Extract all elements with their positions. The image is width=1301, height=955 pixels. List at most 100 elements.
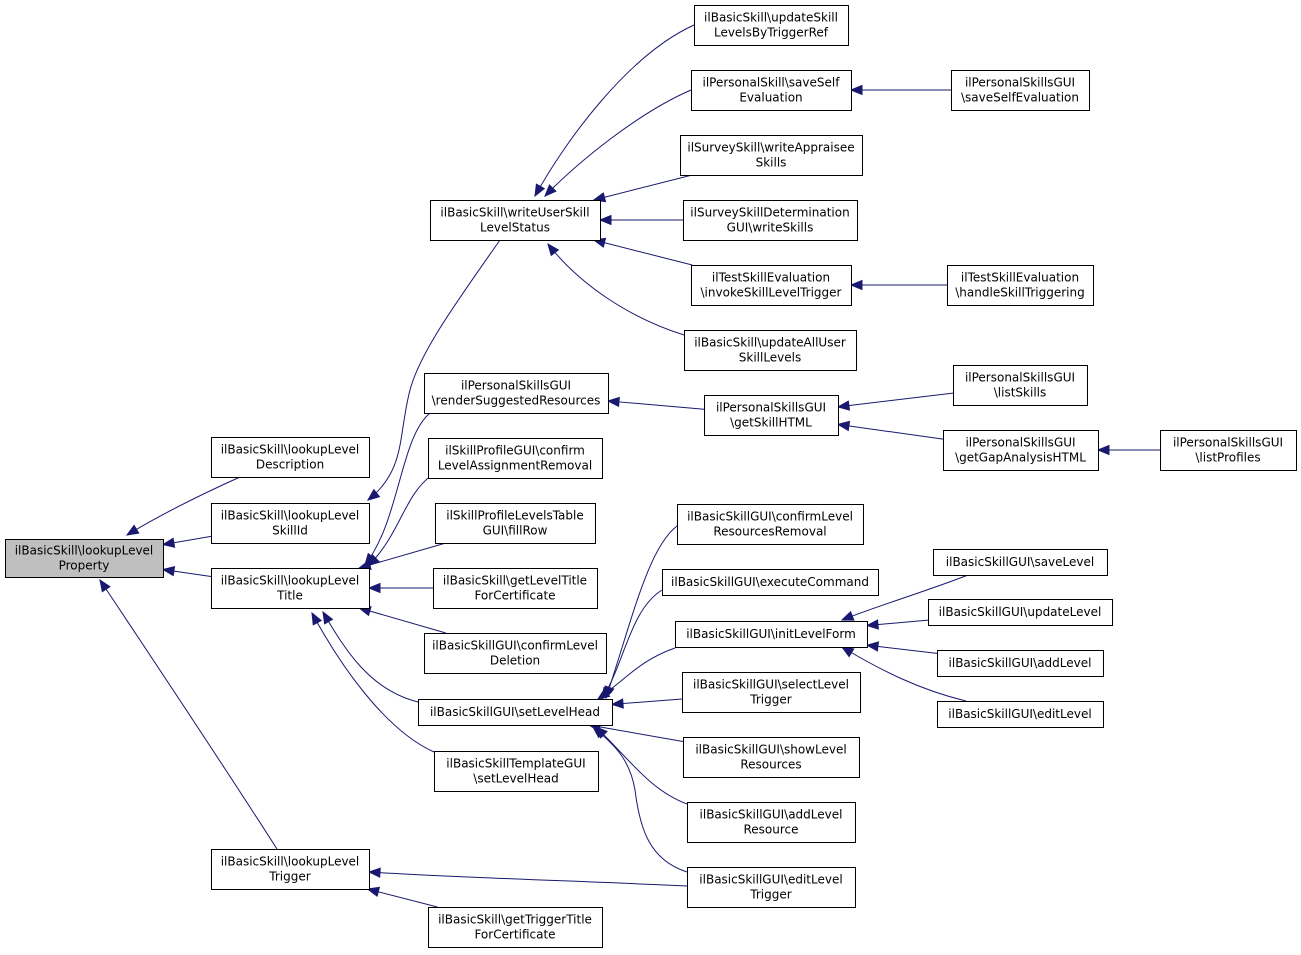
node-initLF[interactable]: ilBasicSkillGUI\initLevelForm: [675, 621, 868, 648]
node-box: [683, 200, 858, 241]
node-box: [691, 265, 852, 306]
node-label: ForCertificate: [474, 928, 555, 942]
node-label: ilSkillProfileLevelsTable: [446, 509, 584, 523]
node-psgSaveSE[interactable]: ilPersonalSkillsGUI\saveSelfEvaluation: [951, 70, 1090, 111]
edge-line: [837, 423, 944, 440]
node-label: ilPersonalSkillsGUI: [716, 401, 826, 415]
edge-upSLBTR-to-wusls: [534, 24, 695, 198]
edge-editLT-to-setLH: [591, 726, 688, 873]
node-label: ilBasicSkillGUI\addLevel: [949, 656, 1092, 670]
node-tseHandle[interactable]: ilTestSkillEvaluation\handleSkillTrigger…: [947, 265, 1094, 306]
node-confLAR[interactable]: ilSkillProfileGUI\confirmLevelAssignment…: [428, 438, 603, 479]
arrowhead: [367, 867, 381, 878]
node-getGapHTML[interactable]: ilPersonalSkillsGUI\getGapAnalysisHTML: [943, 430, 1099, 471]
node-box: [694, 5, 849, 46]
edge-setLH-to-title: [322, 610, 419, 703]
arrowhead: [849, 84, 863, 96]
node-label: ilPersonalSkillsGUI: [965, 371, 1075, 385]
node-box: [428, 438, 603, 479]
edge-line: [866, 644, 938, 654]
node-box: [5, 539, 164, 578]
node-getSkillHTML[interactable]: ilPersonalSkillsGUI\getSkillHTML: [704, 395, 839, 436]
node-label: \getGapAnalysisHTML: [955, 451, 1086, 465]
node-label: ilBasicSkillGUI\editLevel: [948, 707, 1091, 721]
node-label: Trigger: [749, 693, 791, 707]
node-label: ilBasicSkill\lookupLevel: [15, 544, 154, 558]
node-tseInvoke[interactable]: ilTestSkillEvaluation\invokeSkillLevelTr…: [691, 265, 852, 306]
edge-line: [605, 525, 678, 699]
node-renderSR[interactable]: ilPersonalSkillsGUI\renderSuggestedResou…: [424, 373, 609, 414]
node-label: \getSkillHTML: [730, 416, 812, 430]
node-listProfiles[interactable]: ilPersonalSkillsGUI\listProfiles: [1160, 430, 1297, 471]
node-label: Title: [276, 589, 303, 603]
edge-line: [607, 400, 705, 410]
node-box: [951, 70, 1090, 111]
arrowhead: [596, 688, 611, 700]
node-psSaveSE[interactable]: ilPersonalSkill\saveSelfEvaluation: [691, 70, 852, 111]
node-box: [691, 70, 852, 111]
node-tplSetLH[interactable]: ilBasicSkillTemplateGUI\setLevelHead: [434, 751, 599, 792]
node-saveLevel[interactable]: ilBasicSkillGUI\saveLevel: [933, 549, 1108, 576]
node-listSkills[interactable]: ilPersonalSkillsGUI\listSkills: [953, 365, 1088, 406]
node-setLH[interactable]: ilBasicSkillGUI\setLevelHead: [418, 699, 613, 726]
node-box: [662, 569, 879, 596]
arrowhead: [1096, 444, 1110, 456]
arrowhead: [311, 611, 323, 626]
node-label: ilBasicSkillGUI\confirmLevel: [687, 510, 853, 524]
node-label: ilPersonalSkillsGUI: [965, 76, 1075, 90]
node-editLevel[interactable]: ilBasicSkillGUI\editLevel: [937, 701, 1104, 728]
node-label: Trigger: [749, 888, 791, 902]
edge-addLR-to-setLH: [595, 726, 688, 805]
node-survDetWS[interactable]: ilSurveySkillDeterminationGUI\writeSkill…: [683, 200, 858, 241]
node-upSLBTR[interactable]: ilBasicSkill\updateSkillLevelsByTriggerR…: [694, 5, 849, 46]
node-box: [687, 802, 856, 843]
node-label: ilBasicSkillGUI\selectLevel: [693, 678, 849, 692]
node-label: ilBasicSkillGUI\updateLevel: [939, 605, 1102, 619]
node-label: LevelsByTriggerRef: [714, 26, 829, 40]
edge-line: [611, 698, 683, 705]
edge-updateLevel-to-initLF: [865, 619, 929, 630]
node-label: ilBasicSkillGUI\saveLevel: [946, 555, 1094, 569]
arrowhead: [840, 610, 855, 621]
node-box: [418, 699, 613, 726]
node-updateLevel[interactable]: ilBasicSkillGUI\updateLevel: [928, 599, 1113, 626]
node-box: [680, 135, 863, 176]
node-label: ilBasicSkillGUI\initLevelForm: [686, 627, 856, 641]
node-box: [424, 373, 609, 414]
edge-getTTFC-to-trigger: [366, 886, 438, 908]
node-label: ilBasicSkill\lookupLevel: [221, 443, 360, 457]
node-confLRR[interactable]: ilBasicSkillGUI\confirmLevelResourcesRem…: [677, 504, 864, 545]
edge-listSkills-to-getSkillHTML: [836, 392, 954, 411]
edge-survWAS-to-wusls: [592, 174, 693, 203]
node-label: \saveSelfEvaluation: [961, 91, 1079, 105]
node-getTTFC[interactable]: ilBasicSkill\getTriggerTitleForCertifica…: [428, 907, 603, 948]
node-addLevel[interactable]: ilBasicSkillGUI\addLevel: [937, 650, 1104, 677]
node-box: [211, 568, 370, 609]
node-box: [687, 867, 856, 908]
node-execCmd[interactable]: ilBasicSkillGUI\executeCommand: [662, 569, 879, 596]
arrowhead: [598, 214, 612, 226]
node-box: [704, 395, 839, 436]
edge-line: [99, 579, 278, 850]
node-label: \listProfiles: [1195, 451, 1260, 465]
edge-editLT-to-trigger: [367, 867, 688, 887]
node-label: \invokeSkillLevelTrigger: [701, 286, 842, 300]
node-label: ilBasicSkill\updateSkill: [704, 11, 838, 25]
node-label: ilBasicSkillGUI\editLevel: [699, 873, 842, 887]
